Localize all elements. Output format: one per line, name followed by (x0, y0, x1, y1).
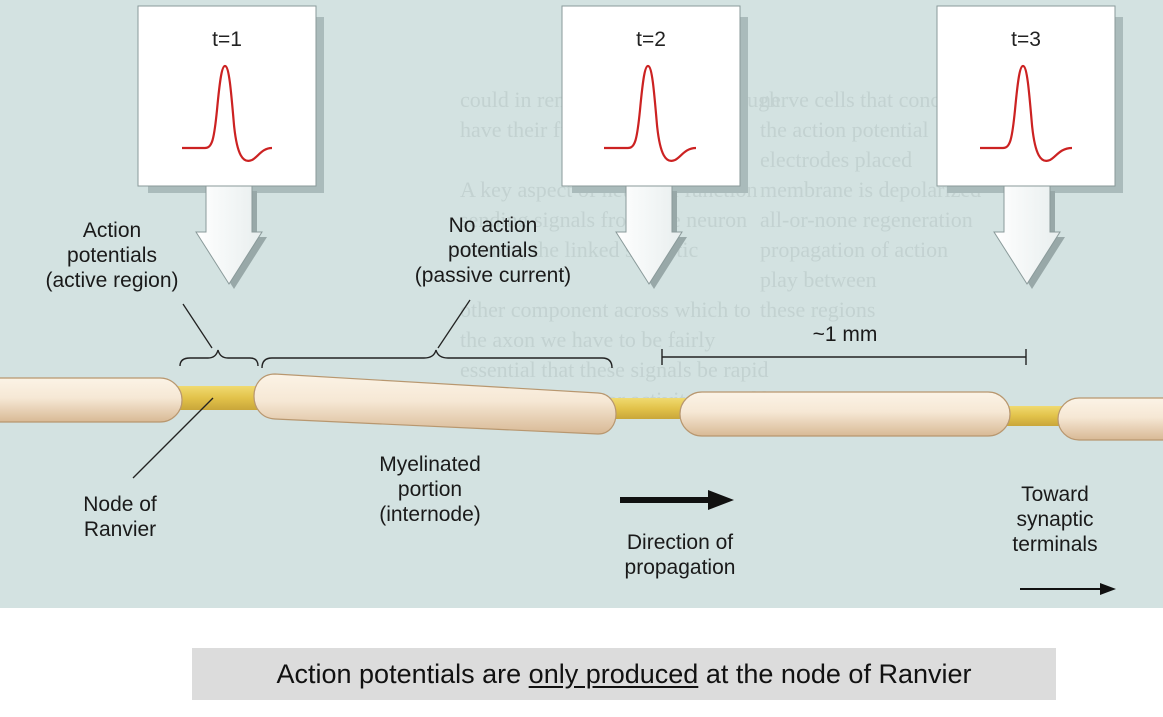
myelinated-axon-diagram: could in remote places, but although hav… (0, 0, 1163, 608)
myelin-segment-1 (0, 377, 183, 423)
passive-region-brace (261, 349, 613, 369)
panel-t3 (936, 5, 1123, 289)
label-direction-of-propagation: Direction of propagation (624, 531, 736, 579)
label-scale: ~1 mm (812, 323, 878, 346)
down-arrow-t1 (195, 185, 263, 285)
diagram-graphics (0, 5, 1163, 595)
caption-underlined-text: only produced (528, 658, 699, 689)
caption-text-start: Action potentials are (276, 658, 522, 689)
scale-bar (661, 349, 1027, 365)
panel-t2 (561, 5, 748, 289)
action-potential-trace-t1 (182, 64, 273, 162)
label-myelinated-portion: Myelinated portion (internode) (379, 453, 481, 526)
label-action-potentials: Action potentials (active region) (45, 219, 179, 292)
panel-label-t1: t=1 (212, 28, 242, 51)
myelin-segment-2 (253, 373, 617, 435)
myelin-segment-4 (1057, 397, 1163, 441)
axon (0, 373, 1163, 441)
leader-node-of-ranvier (132, 397, 214, 479)
node-of-ranvier-1 (170, 386, 270, 410)
leader-no-action-potentials (437, 299, 471, 349)
label-toward-synaptic-terminals: Toward synaptic terminals (1012, 483, 1098, 556)
node-of-ranvier-2 (600, 398, 695, 419)
label-node-of-ranvier: Node of Ranvier (83, 493, 157, 541)
toward-terminals-arrow (1020, 583, 1116, 595)
action-potential-trace-t2 (604, 64, 697, 162)
label-no-action-potentials: No action potentials (passive current) (414, 214, 572, 287)
direction-arrow (620, 490, 734, 510)
panel-t1 (137, 5, 324, 289)
down-arrow-t2 (615, 185, 683, 285)
down-arrow-t3 (993, 185, 1061, 285)
active-region-brace (179, 349, 259, 367)
caption-text-end: at the node of Ranvier (705, 658, 972, 689)
action-potential-trace-t3 (980, 64, 1073, 162)
panel-label-t3: t=3 (1011, 28, 1041, 51)
myelin-segment-3 (679, 391, 1011, 437)
leader-action-potentials (182, 303, 213, 349)
panel-label-t2: t=2 (636, 28, 666, 51)
caption-box: Action potentials are only produced at t… (192, 648, 1056, 700)
